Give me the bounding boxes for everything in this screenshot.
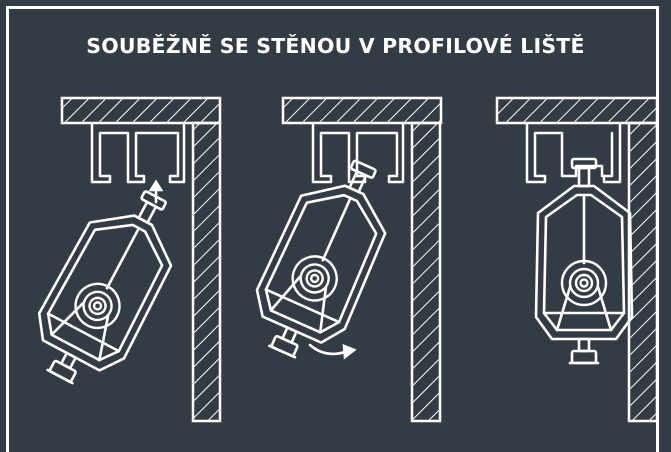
ceiling-block-1 [60,96,222,125]
wall-block-2 [410,121,442,423]
diagram-title: SOUBĚŽNĚ SE STĚNOU V PROFILOVÉ LIŠTĚ [86,34,585,58]
carrier-2 [236,144,411,373]
step-3-locked [495,96,659,423]
ceiling-block-2 [281,96,443,125]
wall-block-3 [627,121,659,423]
wall-block-1 [191,121,222,423]
carrier-1 [16,172,200,401]
step-2-rotate [236,96,443,423]
rotate-arrow-icon [308,343,357,360]
rail-profile-1 [90,123,186,184]
rail-profile-3 [525,123,622,184]
step-1-insert [16,96,222,423]
ceiling-block-3 [495,96,659,125]
insert-arrow-icon [148,179,164,204]
carrier-3 [534,157,634,365]
